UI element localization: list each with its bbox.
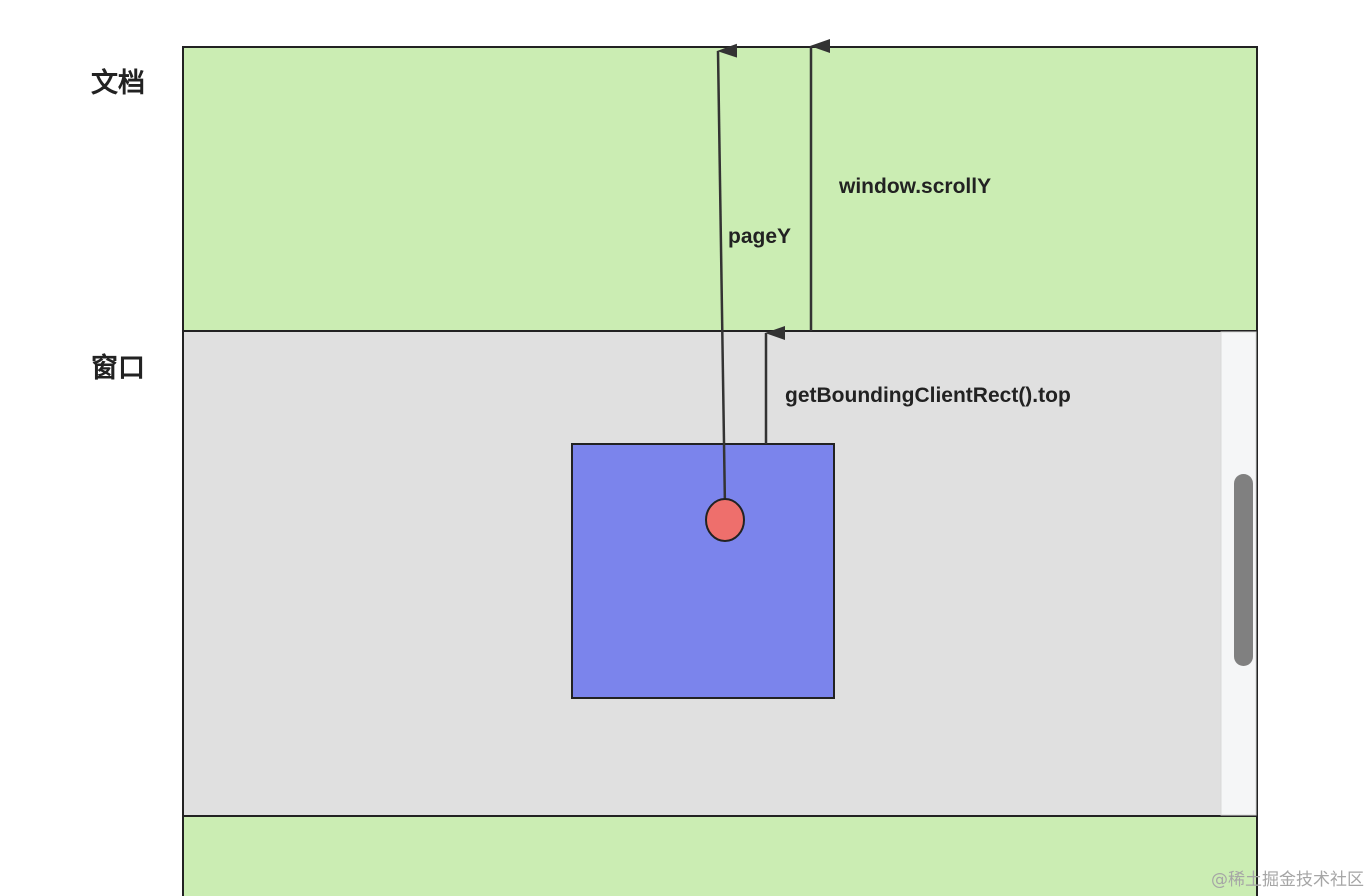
watermark: @稀土掘金技术社区 — [1211, 870, 1364, 890]
scroll-y-label: window.scrollY — [839, 175, 992, 198]
page-y-label: pageY — [728, 225, 792, 248]
page-y-arrow — [716, 43, 738, 509]
window-label: 窗口 — [91, 353, 145, 384]
scrollbar-thumb[interactable] — [1234, 474, 1253, 666]
bounding-top-label: getBoundingClientRect().top — [785, 384, 1071, 407]
document-label: 文档 — [91, 68, 145, 99]
event-point — [705, 498, 745, 542]
target-element — [571, 443, 835, 699]
